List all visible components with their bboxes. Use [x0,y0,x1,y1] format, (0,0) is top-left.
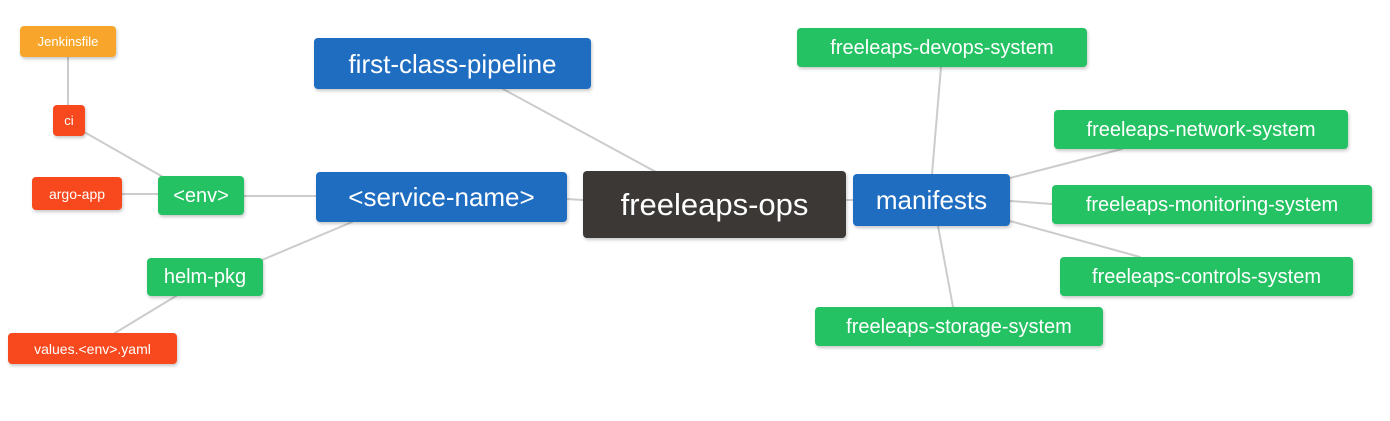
node-service-name[interactable]: <service-name> [316,172,567,222]
edge-manifests-freeleaps-network-system [1009,148,1123,179]
node-values-env-yaml[interactable]: values.<env>.yaml [8,333,177,364]
node-ci[interactable]: ci [53,105,85,136]
node-freeleaps-ops[interactable]: freeleaps-ops [583,171,846,238]
node-helm-pkg[interactable]: helm-pkg [147,258,263,296]
node-argo-app[interactable]: argo-app [32,177,122,210]
node-freeleaps-storage-system[interactable]: freeleaps-storage-system [815,307,1103,346]
node-env[interactable]: <env> [158,176,244,215]
edge-manifests-freeleaps-monitoring-system [1009,200,1053,205]
edge-manifests-freeleaps-controls-system [1009,220,1141,258]
edge-first-class-pipeline-freeleaps-ops [502,88,657,173]
node-freeleaps-network-system[interactable]: freeleaps-network-system [1054,110,1348,149]
edge-ci-env [85,132,164,178]
node-jenkinsfile[interactable]: Jenkinsfile [20,26,116,57]
edge-service-name-helm-pkg [261,221,353,261]
edge-manifests-freeleaps-storage-system [937,225,954,308]
node-first-class-pipeline[interactable]: first-class-pipeline [314,38,591,89]
edge-service-name-freeleaps-ops [566,198,584,201]
node-freeleaps-devops-system[interactable]: freeleaps-devops-system [797,28,1087,67]
node-manifests[interactable]: manifests [853,174,1010,226]
node-freeleaps-controls-system[interactable]: freeleaps-controls-system [1060,257,1353,296]
node-freeleaps-monitoring-system[interactable]: freeleaps-monitoring-system [1052,185,1372,224]
edge-manifests-freeleaps-devops-system [931,66,942,175]
edge-helm-pkg-values-env-yaml [114,295,177,334]
